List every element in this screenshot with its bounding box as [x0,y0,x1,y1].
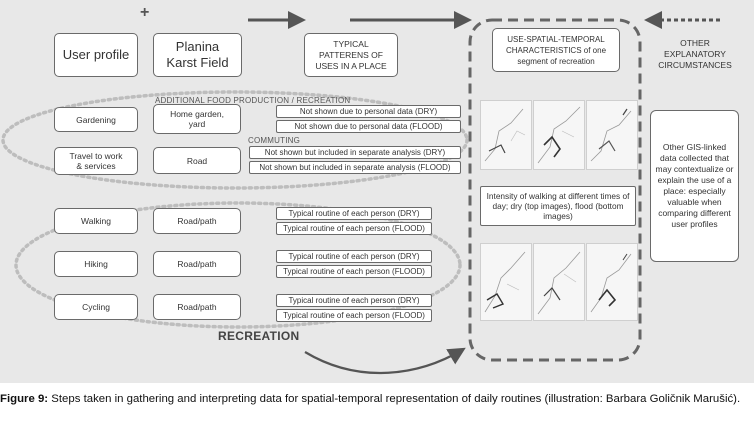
place-home-garden-text: Home garden, yard [170,109,224,129]
food-commuting-dotted-ellipse [1,90,469,190]
profile-cycling-text: Cycling [82,302,110,312]
place-road-path-hiking-text: Road/path [177,259,217,269]
pattern-hiking-flood: Typical routine of each person (FLOOD) [276,265,432,278]
place-road-path-walking: Road/path [153,208,241,234]
place-road-text: Road [186,155,208,166]
pattern-travel-dry-text: Not shown but included in separate analy… [264,148,446,157]
characteristics-dashed-frame [468,18,642,362]
other-circumstances-box: Other GIS-linked data collected that may… [650,110,739,262]
map-thumbnail-dry-3 [586,100,638,170]
pattern-hiking-dry: Typical routine of each person (DRY) [276,250,432,263]
profile-gardening-text: Gardening [76,114,116,125]
pattern-gardening-dry-text: Not shown due to personal data (DRY) [299,107,438,116]
pattern-walking-dry: Typical routine of each person (DRY) [276,207,432,220]
user-profile-header: User profile [54,33,138,77]
map-thumbnail-flood-1 [480,243,532,321]
pattern-walking-flood: Typical routine of each person (FLOOD) [276,222,432,235]
map-route-drawing [484,251,526,313]
profile-gardening: Gardening [54,107,138,132]
profile-walking-text: Walking [81,216,111,226]
map-thumbnail-dry-2 [533,100,585,170]
pattern-gardening-flood: Not shown due to personal data (FLOOD) [276,120,461,133]
food-production-label: ADDITIONAL FOOD PRODUCTION / RECREATION [155,96,351,105]
profile-hiking: Hiking [54,251,138,277]
other-circumstances-text: Other GIS-linked data collected that may… [655,142,734,229]
figure-caption: Figure 9: Steps taken in gathering and i… [0,392,754,407]
profile-travel-text: Travel to work & services [69,151,123,171]
map-thumbnail-flood-2 [533,243,585,321]
place-home-garden: Home garden, yard [153,104,241,134]
pattern-hiking-flood-text: Typical routine of each person (FLOOD) [283,267,425,276]
profile-walking: Walking [54,208,138,234]
map-route-drawing [590,253,632,313]
patterns-header: TYPICAL PATTERENS OF USES IN A PLACE [304,33,398,77]
characteristics-header: USE-SPATIAL-TEMPORAL CHARACTERISTICS of … [492,28,620,72]
pattern-gardening-dry: Not shown due to personal data (DRY) [276,105,461,118]
user-profile-header-text: User profile [62,47,130,62]
caption-text: Steps taken in gathering and interpretin… [48,393,741,405]
curved-arrow-to-characteristics [304,347,466,375]
profile-cycling: Cycling [54,294,138,320]
recreation-dotted-ellipse [14,201,462,329]
pattern-hiking-dry-text: Typical routine of each person (DRY) [288,252,420,261]
patterns-header-text: TYPICAL PATTERENS OF USES IN A PLACE [315,38,387,71]
place-road: Road [153,147,241,174]
pattern-walking-dry-text: Typical routine of each person (DRY) [288,209,420,218]
characteristics-header-text: USE-SPATIAL-TEMPORAL CHARACTERISTICS of … [505,34,607,66]
map-thumbnail-dry-1 [480,100,532,170]
intensity-description-text: Intensity of walking at different times … [486,191,630,221]
plus-sign: + [140,4,150,21]
place-road-path-cycling: Road/path [153,294,241,320]
profile-hiking-text: Hiking [84,259,108,269]
explanatory-header: OTHER EXPLANATORY CIRCUMSTANCES [650,36,740,72]
pattern-travel-flood-text: Not shown but included in separate analy… [259,163,451,172]
recreation-label: RECREATION [218,329,300,343]
place-road-path-hiking: Road/path [153,251,241,277]
pattern-travel-flood: Not shown but included in separate analy… [249,161,461,174]
pattern-travel-dry: Not shown but included in separate analy… [249,146,461,159]
place-header-text: Planina Karst Field [166,39,229,70]
place-road-path-walking-text: Road/path [177,216,217,226]
caption-label: Figure 9: [0,393,49,405]
explanatory-header-text: OTHER EXPLANATORY CIRCUMSTANCES [658,37,732,70]
diagram-panel: + User profile Planina Karst Field TYPIC… [0,0,754,383]
map-route-drawing [537,251,581,315]
map-thumbnail-flood-3 [586,243,638,321]
intensity-description: Intensity of walking at different times … [480,186,636,226]
pattern-cycling-dry: Typical routine of each person (DRY) [276,294,432,307]
pattern-walking-flood-text: Typical routine of each person (FLOOD) [283,224,425,233]
pattern-cycling-dry-text: Typical routine of each person (DRY) [288,296,420,305]
pattern-gardening-flood-text: Not shown due to personal data (FLOOD) [294,122,443,131]
map-route-drawing [537,106,581,164]
map-route-drawing [484,108,526,162]
profile-travel: Travel to work & services [54,147,138,175]
place-header: Planina Karst Field [153,33,242,77]
place-road-path-cycling-text: Road/path [177,302,217,312]
pattern-cycling-flood: Typical routine of each person (FLOOD) [276,309,432,322]
connector-layer [1,11,720,375]
commuting-label: COMMUTING [248,136,301,145]
pattern-cycling-flood-text: Typical routine of each person (FLOOD) [283,311,425,320]
map-route-drawing [590,108,632,162]
